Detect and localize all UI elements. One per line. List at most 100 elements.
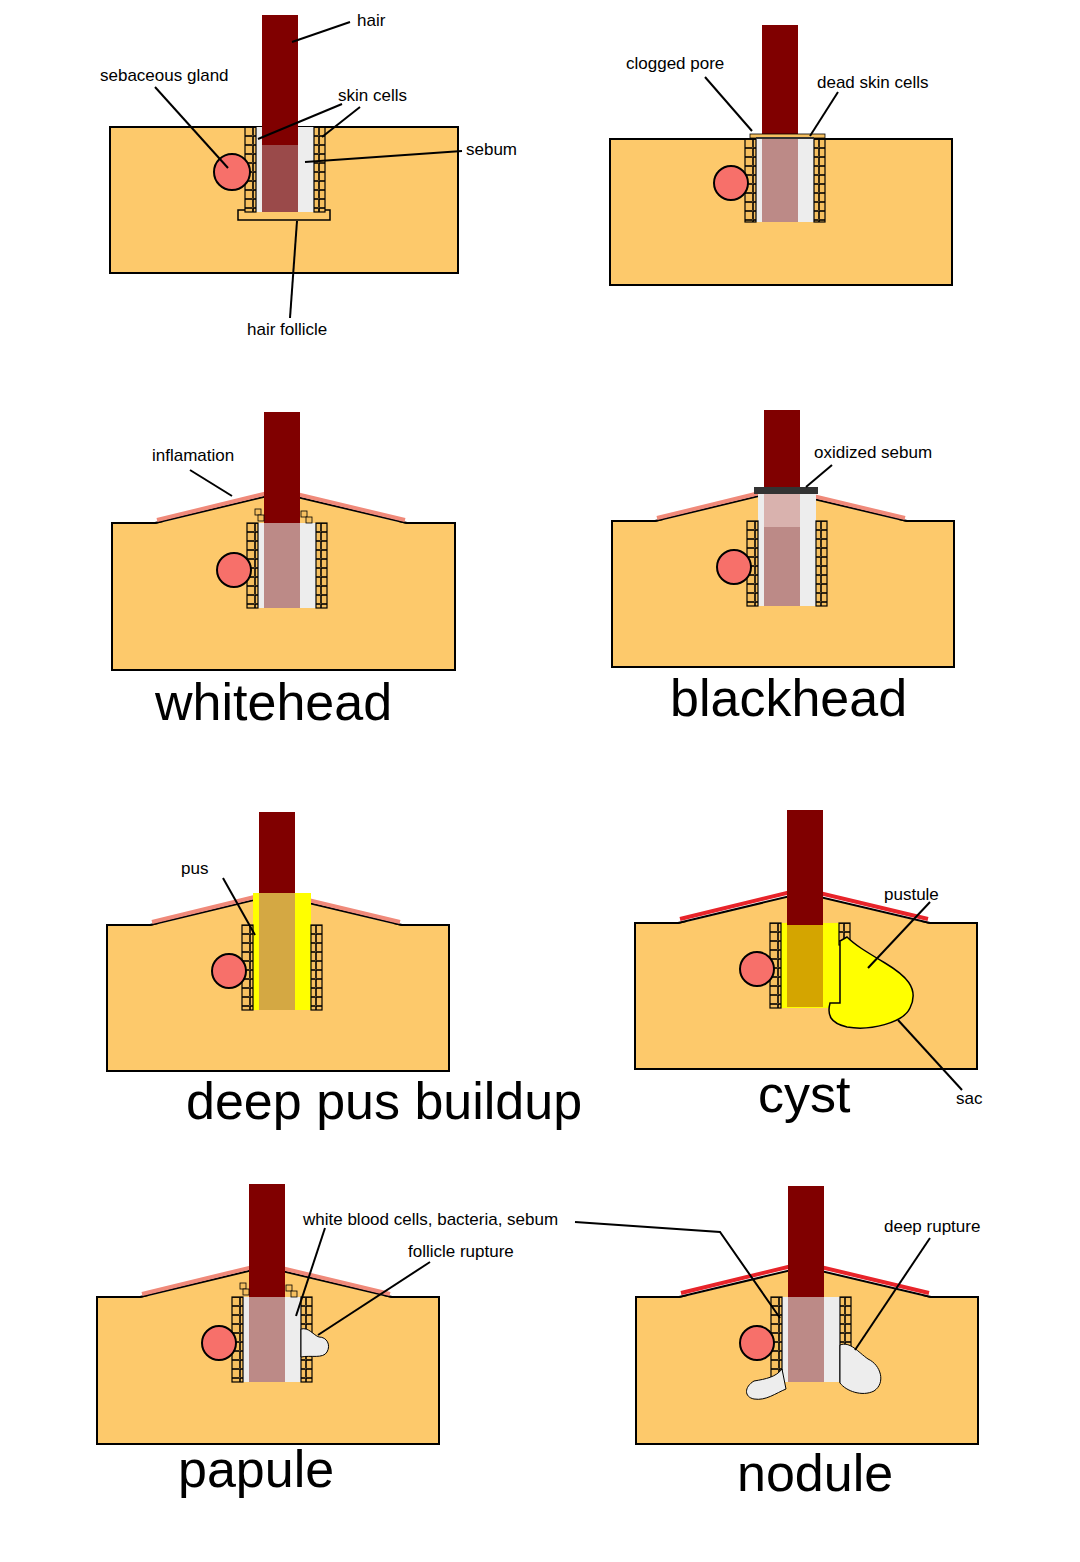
illustration-part	[816, 521, 827, 606]
illustration-part	[781, 923, 839, 1008]
illustration-part	[258, 515, 264, 521]
callout-label: white blood cells, bacteria, sebum	[303, 1211, 558, 1228]
callout-label: hair	[357, 12, 385, 29]
illustration-part	[262, 145, 298, 212]
leader-line	[810, 92, 838, 136]
illustration-part	[249, 1184, 285, 1297]
callout-label: pustule	[884, 886, 939, 903]
illustration-part	[110, 127, 458, 273]
normal-follicle-panel	[110, 15, 458, 273]
callout-label: hair follicle	[247, 321, 327, 338]
panel-caption: nodule	[737, 1447, 893, 1499]
illustration-part	[747, 1369, 787, 1399]
illustration-part	[740, 1326, 774, 1360]
leader-line	[258, 104, 342, 139]
callout-label: deep rupture	[884, 1218, 980, 1235]
illustration-part	[764, 493, 800, 527]
leader-line	[868, 902, 930, 968]
illustration-part	[202, 1326, 236, 1360]
panel-caption: blackhead	[670, 672, 907, 724]
illustration-part	[259, 812, 295, 893]
illustration-part	[788, 1297, 824, 1382]
illustration-part	[814, 139, 825, 222]
leader-line	[855, 1238, 930, 1350]
callout-label: skin cells	[338, 87, 407, 104]
callout-label: oxidized sebum	[814, 444, 932, 461]
illustration-part	[306, 517, 312, 523]
leader-line	[290, 221, 297, 318]
leader-line	[318, 1262, 430, 1335]
leader-line	[575, 1222, 780, 1318]
illustration-part	[829, 937, 913, 1028]
leader-line	[322, 107, 360, 137]
illustration-part	[787, 925, 823, 1007]
illustration-part	[840, 1344, 881, 1393]
leader-line	[296, 1228, 325, 1316]
illustration-part	[243, 1289, 249, 1295]
illustration-part	[764, 410, 800, 490]
panel-caption: papule	[178, 1443, 334, 1495]
illustration-part	[762, 25, 798, 139]
illustration-part	[253, 893, 311, 1010]
leader-line	[806, 465, 832, 487]
illustration-part	[301, 511, 307, 517]
callout-label: clogged pore	[626, 55, 724, 72]
callout-label: dead skin cells	[817, 74, 929, 91]
illustration-part	[756, 137, 814, 139]
illustration-part	[612, 521, 954, 667]
illustration-part	[311, 925, 322, 1010]
illustration-part	[264, 412, 300, 523]
illustration-part	[782, 1297, 840, 1382]
cyst-panel	[635, 810, 977, 1069]
illustration-part	[316, 523, 327, 608]
leader-line	[190, 470, 232, 496]
illustration-part	[217, 553, 251, 587]
callout-label: sebaceous gland	[100, 67, 229, 84]
panel-caption: deep pus buildup	[186, 1075, 582, 1127]
illustration-part	[259, 893, 295, 1010]
illustration-part	[314, 127, 325, 212]
illustration-part	[636, 1297, 978, 1444]
illustration-part	[787, 810, 823, 925]
illustration-part	[714, 166, 748, 200]
leader-line	[155, 87, 228, 168]
illustration-part	[758, 493, 816, 606]
illustration-part	[97, 1297, 439, 1444]
illustration-part	[610, 139, 952, 285]
clogged-pore-panel	[610, 25, 952, 285]
callout-label: inflamation	[152, 447, 234, 464]
illustration-part	[756, 139, 814, 222]
callout-label: follicle rupture	[408, 1243, 514, 1260]
blackhead-panel	[612, 410, 954, 667]
illustration-part	[788, 1186, 824, 1297]
illustration-part	[740, 952, 774, 986]
illustration-part	[264, 523, 300, 608]
illustration-part	[249, 1297, 285, 1382]
leader-line	[705, 77, 752, 131]
illustration-part	[286, 1285, 292, 1291]
illustration-part	[717, 550, 751, 584]
illustration-part	[243, 1297, 301, 1382]
panel-caption: cyst	[758, 1068, 850, 1120]
leader-line	[292, 22, 350, 42]
panel-caption: whitehead	[155, 676, 392, 728]
illustration-part	[112, 523, 455, 670]
illustration-part	[764, 527, 800, 606]
illustration-part	[635, 923, 977, 1069]
illustration-part	[212, 954, 246, 988]
whitehead-panel	[112, 412, 455, 670]
callout-label: sebum	[466, 141, 517, 158]
callout-label: pus	[181, 860, 208, 877]
callout-label: sac	[956, 1090, 982, 1107]
illustration-part	[255, 509, 261, 515]
illustration-part	[301, 1329, 329, 1357]
leader-line	[305, 151, 462, 162]
illustration-part	[754, 487, 818, 494]
illustration-part	[291, 1291, 297, 1297]
illustration-part	[762, 139, 798, 222]
leader-line	[898, 1020, 962, 1090]
leader-lines	[155, 22, 962, 1350]
